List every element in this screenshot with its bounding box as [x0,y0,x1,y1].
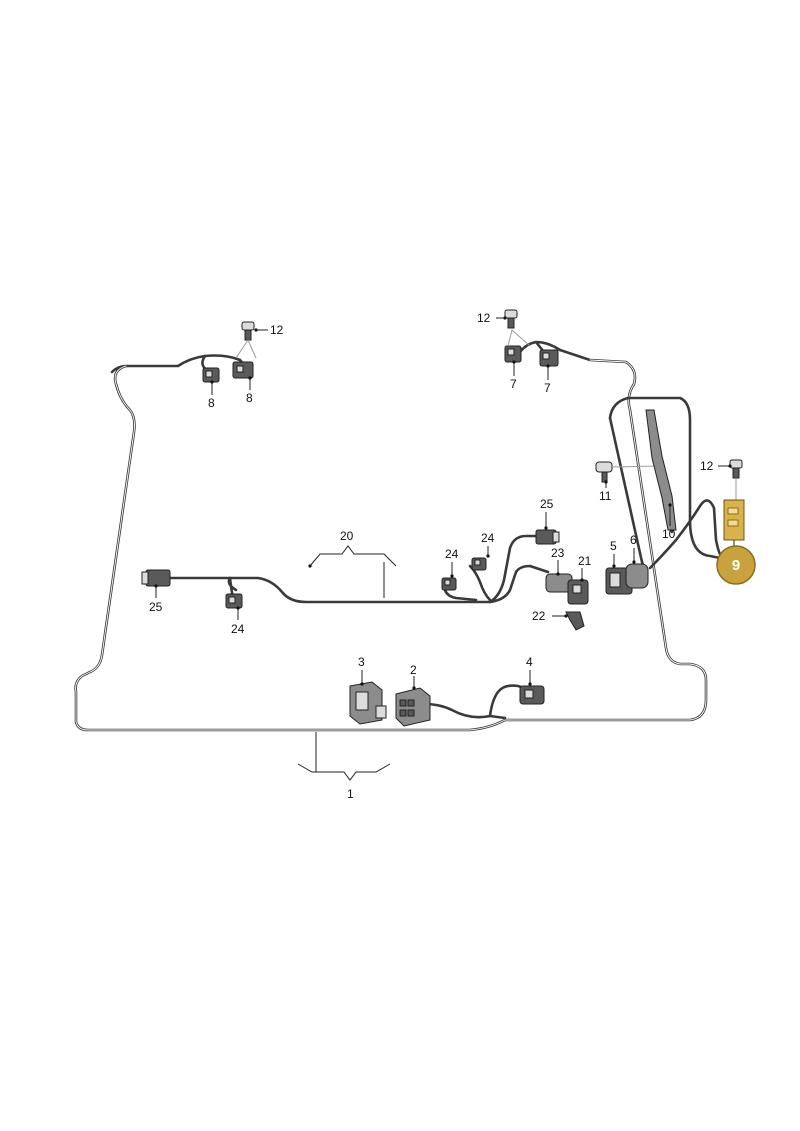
clip-12-top [504,309,518,329]
connector-7-right [539,349,559,367]
connector-2 [395,687,431,727]
connector-7-left [504,345,522,363]
label-4: 4 [526,655,533,669]
connector-21-23 [545,573,589,605]
label-21: 21 [578,554,592,568]
label-12-right: 12 [700,459,714,473]
label-20: 20 [340,529,354,543]
label-8-right: 8 [246,391,253,405]
label-5: 5 [610,539,617,553]
label-11: 11 [599,489,612,503]
label-24-left: 24 [231,622,245,636]
label-24-top: 24 [481,531,495,545]
label-22: 22 [532,609,546,623]
branch-wires [168,340,732,720]
label-25-right: 25 [540,497,554,511]
label-1: 1 [347,787,354,801]
channel-10 [645,409,677,531]
label-25-left: 25 [149,600,163,614]
label-12-left: 12 [270,323,284,337]
leader-lines [154,316,735,781]
clip-11 [595,461,613,483]
connector-parts [141,309,745,727]
connector-4 [519,685,545,705]
connector-24-mid-b [471,557,487,571]
label-12-top: 12 [477,311,491,325]
clip-12-right [729,459,743,479]
callout-9: 9 [716,545,756,585]
label-6: 6 [630,533,637,547]
main-harness [74,348,708,732]
connector-3 [349,681,387,725]
connector-25-left [141,569,171,587]
connector-8-left [202,367,220,383]
connector-24-left [225,593,243,609]
connector-5-6 [605,563,649,595]
label-3: 3 [358,655,365,669]
label-23: 23 [551,546,565,560]
label-24-mid: 24 [445,547,459,561]
label-8-left: 8 [208,396,215,410]
connector-8-right [232,361,254,379]
clip-22 [565,611,585,631]
connector-25-right [535,529,560,545]
label-10: 10 [662,527,676,541]
label-7-left: 7 [510,377,517,391]
bracket-9 [723,499,745,541]
callout-9-label: 9 [732,557,740,574]
label-2: 2 [410,663,417,677]
label-7-right: 7 [544,381,551,395]
callout-circle [716,545,756,585]
part-number-labels: 12 12 12 8 8 7 7 11 10 20 25 24 24 23 21… [149,311,714,801]
connector-24-mid-a [441,577,457,591]
clip-12-left [241,321,255,341]
